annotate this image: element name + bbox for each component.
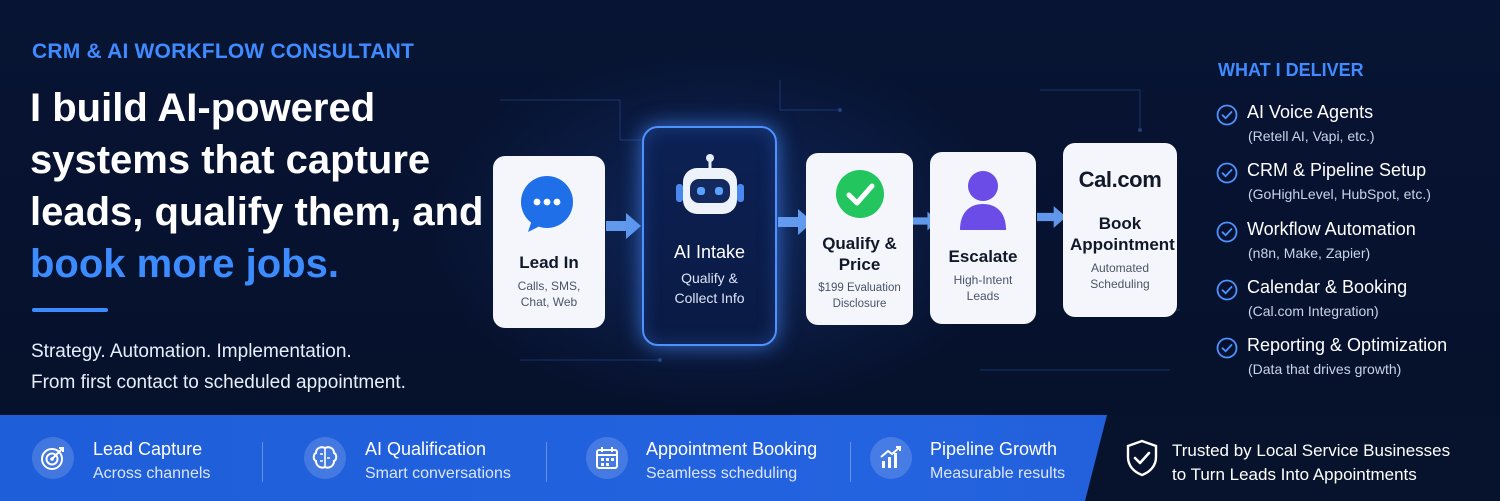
robot-icon <box>675 154 744 214</box>
separator <box>262 442 263 482</box>
deliver-item-sub: (Cal.com Integration) <box>1248 303 1379 319</box>
deliver-item-title: Calendar & Booking <box>1247 277 1408 297</box>
deliver-item-title: Reporting & Optimization <box>1247 335 1448 355</box>
arrow-right-icon <box>778 209 813 235</box>
feature-title: AI Qualification <box>365 439 487 459</box>
flow-card-qualify-price: Qualify & Price $199 Evaluation Disclosu… <box>806 153 913 325</box>
deliver-item-title: CRM & Pipeline Setup <box>1247 160 1427 180</box>
deliver-item-title: Workflow Automation <box>1247 219 1416 239</box>
arrow-right-icon <box>606 213 641 239</box>
trust-panel <box>1085 415 1500 501</box>
what-i-deliver-title: WHAT I DELIVER <box>1218 60 1364 80</box>
feature-sub: Across channels <box>93 465 211 482</box>
cal-com-logo: Cal.com <box>1078 167 1162 192</box>
calendar-icon <box>586 437 628 479</box>
check-circle-icon <box>835 170 884 218</box>
check-circle-icon <box>1216 279 1238 301</box>
tagline: Strategy. Automation. Implementation. Fr… <box>31 336 491 398</box>
feature-title: Lead Capture <box>93 439 203 459</box>
eyebrow-title: CRM & AI WORKFLOW CONSULTANT <box>32 40 414 63</box>
headline: I build AI-powered systems that capture … <box>30 82 490 290</box>
qualify-title: Qualify & Price <box>822 234 897 274</box>
ai-intake-sub: Qualify & Collect Info <box>674 270 745 306</box>
tagline-line-1: Strategy. Automation. Implementation. <box>31 341 352 362</box>
deliver-item-sub: (GoHighLevel, HubSpot, etc.) <box>1248 186 1431 202</box>
check-circle-icon <box>1216 337 1238 359</box>
separator <box>546 442 547 482</box>
tagline-line-2: From first contact to scheduled appointm… <box>31 372 406 393</box>
trust-line-1: Trusted by Local Service Businesses <box>1172 441 1451 460</box>
book-sub: Automated Scheduling <box>1090 261 1150 291</box>
flow-card-lead-in: Lead In Calls, SMS, Chat, Web <box>493 156 605 328</box>
check-circle-icon <box>1216 162 1238 184</box>
book-title: Book Appointment <box>1070 214 1175 254</box>
qualify-sub: $199 Evaluation Disclosure <box>818 282 901 310</box>
headline-accent: book more jobs. <box>30 242 339 286</box>
check-circle-icon <box>1216 104 1238 126</box>
deliver-item-sub: (n8n, Make, Zapier) <box>1248 245 1371 261</box>
check-circle-icon <box>1216 221 1238 243</box>
trust-line-2: to Turn Leads Into Appointments <box>1172 465 1417 484</box>
feature-sub: Measurable results <box>930 465 1066 482</box>
headline-text: I build AI-powered systems that capture … <box>30 86 484 234</box>
separator <box>850 442 851 482</box>
brain-icon <box>304 437 346 479</box>
person-icon <box>960 171 1006 230</box>
feature-sub: Seamless scheduling <box>646 465 798 482</box>
deliver-item-title: AI Voice Agents <box>1247 102 1374 122</box>
arrow-right-icon <box>1037 206 1067 228</box>
bar-chart-icon <box>870 437 912 479</box>
feature-sub: Smart conversations <box>365 465 511 482</box>
chat-bubble-icon <box>521 176 573 232</box>
accent-divider <box>32 308 108 312</box>
escalate-title: Escalate <box>948 247 1018 266</box>
escalate-sub: High-Intent Leads <box>953 273 1013 303</box>
target-icon <box>32 437 74 479</box>
flow-card-escalate: Escalate High-Intent Leads <box>930 152 1036 324</box>
deliver-item-sub: (Data that drives growth) <box>1248 361 1402 377</box>
lead-in-sub: Calls, SMS, Chat, Web <box>517 279 581 309</box>
deliver-item-sub: (Retell AI, Vapi, etc.) <box>1248 128 1375 144</box>
shield-check-icon <box>1126 439 1158 477</box>
feature-title: Appointment Booking <box>646 439 818 459</box>
ai-intake-title: AI Intake <box>673 242 746 262</box>
flow-card-ai-intake: AI Intake Qualify & Collect Info <box>642 126 777 346</box>
feature-title: Pipeline Growth <box>930 439 1058 459</box>
lead-in-title: Lead In <box>519 253 579 272</box>
flow-card-book-appointment: Cal.com Book Appointment Automated Sched… <box>1063 143 1177 317</box>
